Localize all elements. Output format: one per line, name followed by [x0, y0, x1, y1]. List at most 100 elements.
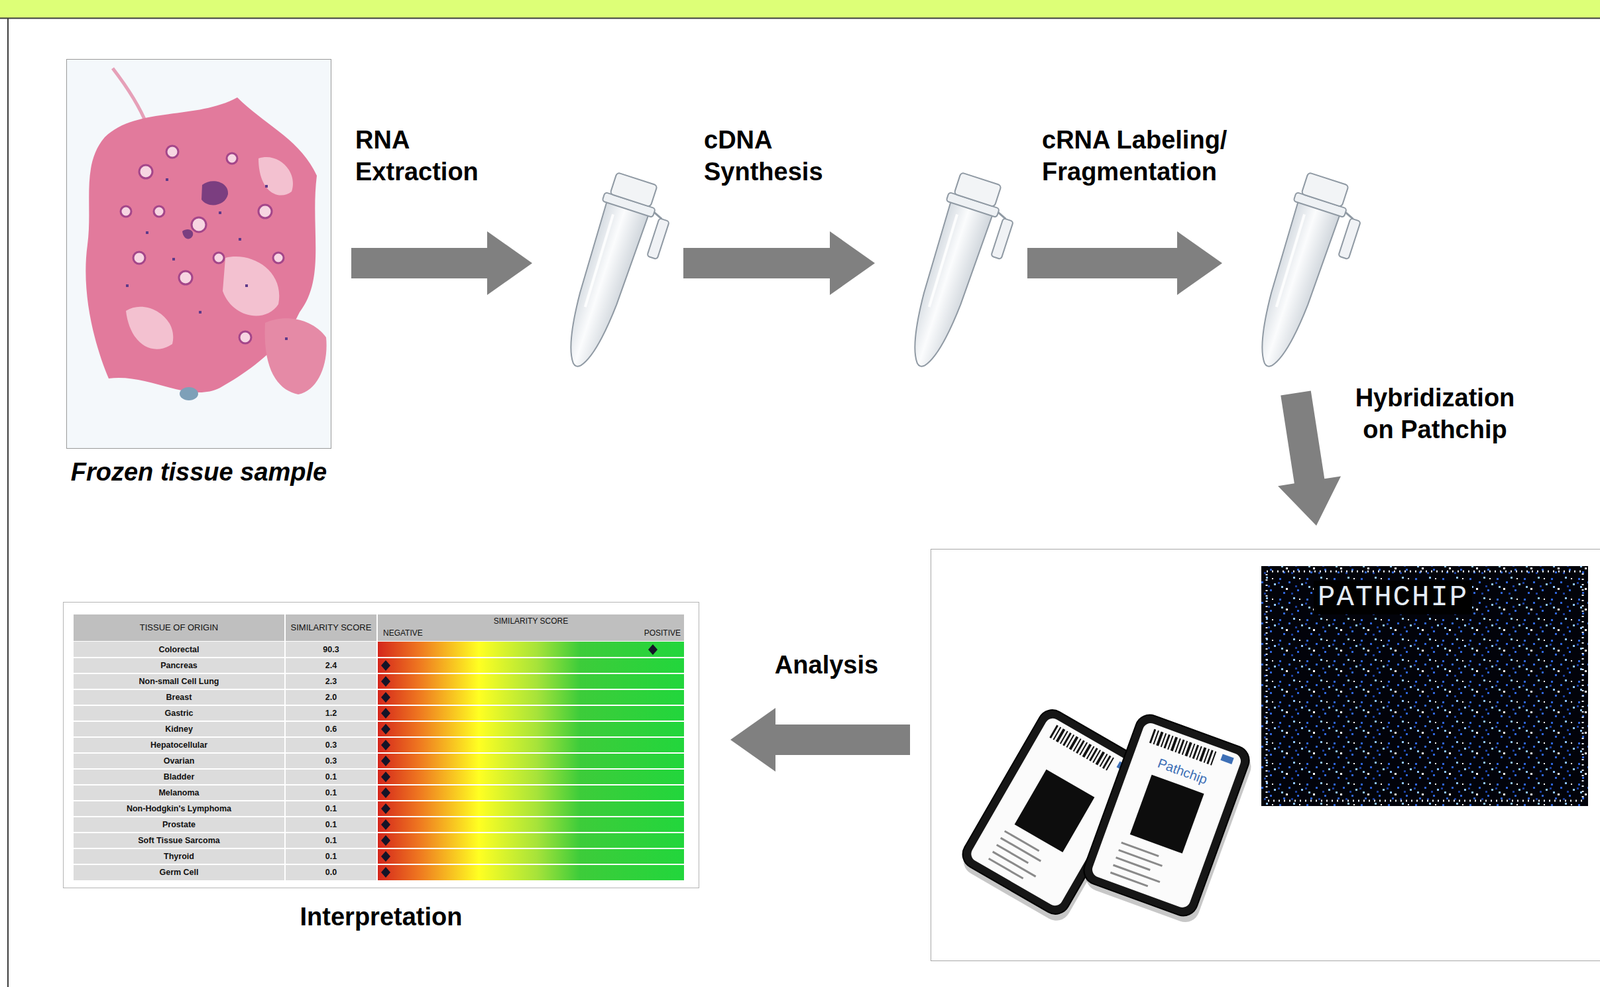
tissue-streak	[112, 68, 148, 126]
label-holder: Soft Tissue Sarcoma	[73, 832, 285, 849]
similarity-score: 0.3	[285, 737, 377, 753]
label-holder: 0.1	[285, 784, 377, 801]
flow-arrow	[683, 231, 875, 295]
label-holder: NEGATIVE	[383, 627, 483, 639]
similarity-score: 1.2	[285, 705, 377, 722]
label-holder: Bladder	[73, 768, 285, 785]
sample-caption: Frozen tissue sample	[70, 457, 327, 488]
label-holder: SIMILARITY SCORE	[285, 614, 377, 641]
tissue-name: Melanoma	[73, 784, 285, 801]
label-holder: 0.0	[285, 864, 377, 881]
label-holder: 0.6	[285, 721, 377, 738]
label-holder: 0.1	[285, 832, 377, 849]
score-gradient-bars	[377, 641, 685, 881]
sample-tube	[550, 163, 664, 378]
gland-rings	[120, 145, 284, 344]
label-holder: Germ Cell	[73, 864, 285, 881]
tissue-name: Prostate	[73, 816, 285, 833]
similarity-score: 0.0	[285, 864, 377, 881]
label-holder: Colorectal	[73, 641, 285, 658]
similarity-score: 2.4	[285, 657, 377, 674]
step-label: Analysis	[727, 649, 926, 682]
similarity-score: 0.1	[285, 800, 377, 817]
tube-illustration	[895, 171, 1024, 380]
table-body-cells	[73, 641, 377, 881]
scan-border-dots	[1266, 571, 1583, 801]
label-holder: Gastric	[73, 705, 285, 722]
label-holder: Non-Hodgkin's Lymphoma	[73, 800, 285, 817]
similarity-score: 0.1	[285, 768, 377, 785]
chip-scan-text: PATHCHIP	[1313, 580, 1473, 615]
step-label: Hybridization on Pathchip	[1345, 382, 1525, 446]
label-holder: Kidney	[73, 721, 285, 738]
tissue-name: Pancreas	[73, 657, 285, 674]
tissue-name: Kidney	[73, 721, 285, 738]
pathchip-panel	[930, 548, 1600, 962]
label-holder: 0.3	[285, 752, 377, 769]
label-holder: Hybridization on Pathchip	[1345, 382, 1525, 446]
label-holder: 0.3	[285, 737, 377, 753]
label-holder: cDNA Synthesis	[703, 124, 857, 188]
table-caption: Interpretation	[300, 902, 463, 933]
label-holder: 1.2	[285, 705, 377, 722]
label-holder: Pathchip	[1155, 755, 1209, 788]
table-ground	[62, 601, 700, 889]
tissue-name: Hepatocellular	[73, 737, 285, 753]
tissue-name: Non-Hodgkin's Lymphoma	[73, 800, 285, 817]
flow-arrow	[730, 707, 911, 772]
tissue-sample-image: Frozen tissue sample	[66, 58, 332, 449]
similarity-score: 0.1	[285, 848, 377, 865]
similarity-score: 0.6	[285, 721, 377, 738]
label-holder: Breast	[73, 689, 285, 706]
label-holder: RNA Extraction	[355, 124, 508, 188]
blue-stain	[179, 387, 199, 401]
label-holder: Thyroid	[73, 848, 285, 865]
tissue-name: Gastric	[73, 705, 285, 722]
similarity-score: 90.3	[285, 641, 377, 658]
scale-end-label: POSITIVE	[581, 627, 681, 639]
frame-line	[0, 17, 1600, 987]
tissue-name: Colorectal	[73, 641, 285, 658]
label-holder: Melanoma	[73, 784, 285, 801]
scale-end-label: NEGATIVE	[383, 627, 483, 639]
label-holder: SIMILARITY SCORE	[377, 615, 685, 627]
flow-arrow	[351, 231, 533, 295]
label-holder: Hepatocellular	[73, 737, 285, 753]
similarity-score: 0.1	[285, 816, 377, 833]
step-label: RNA Extraction	[355, 124, 508, 188]
similarity-score: 0.3	[285, 752, 377, 769]
similarity-score: 2.3	[285, 673, 377, 690]
table-header: SIMILARITY SCORE	[377, 615, 685, 627]
label-holder: POSITIVE	[581, 627, 681, 639]
tissue-section-art	[66, 58, 332, 449]
flow-arrow	[1277, 390, 1341, 526]
step-label: cRNA Labeling/ Fragmentation	[1041, 124, 1241, 188]
label-holder: Prostate	[73, 816, 285, 833]
row-separators	[73, 614, 685, 881]
label-holder: PATHCHIP	[1313, 580, 1473, 615]
sample-tube	[894, 163, 1008, 378]
label-holder: Non-small Cell Lung	[73, 673, 285, 690]
label-holder: cRNA Labeling/ Fragmentation	[1041, 124, 1241, 188]
tube-illustration	[551, 171, 680, 380]
label-holder: Pancreas	[73, 657, 285, 674]
chip-brand: Pathchip	[1155, 755, 1209, 788]
label-holder: 0.1	[285, 816, 377, 833]
sample-tube	[1242, 163, 1355, 378]
label-holder: 2.3	[285, 673, 377, 690]
label-holder: 2.0	[285, 689, 377, 706]
tube-illustration	[1242, 171, 1371, 380]
label-holder: 2.4	[285, 657, 377, 674]
tissue-stroma	[125, 157, 293, 350]
tumor-nest	[182, 180, 229, 239]
label-holder: TISSUE OF ORIGIN	[73, 614, 285, 641]
header-bar	[0, 0, 1600, 18]
similarity-score: 2.0	[285, 689, 377, 706]
tissue-name: Non-small Cell Lung	[73, 673, 285, 690]
tissue-name: Ovarian	[73, 752, 285, 769]
label-holder: Ovarian	[73, 752, 285, 769]
table-header-cells	[73, 614, 685, 641]
label-holder: 90.3	[285, 641, 377, 658]
